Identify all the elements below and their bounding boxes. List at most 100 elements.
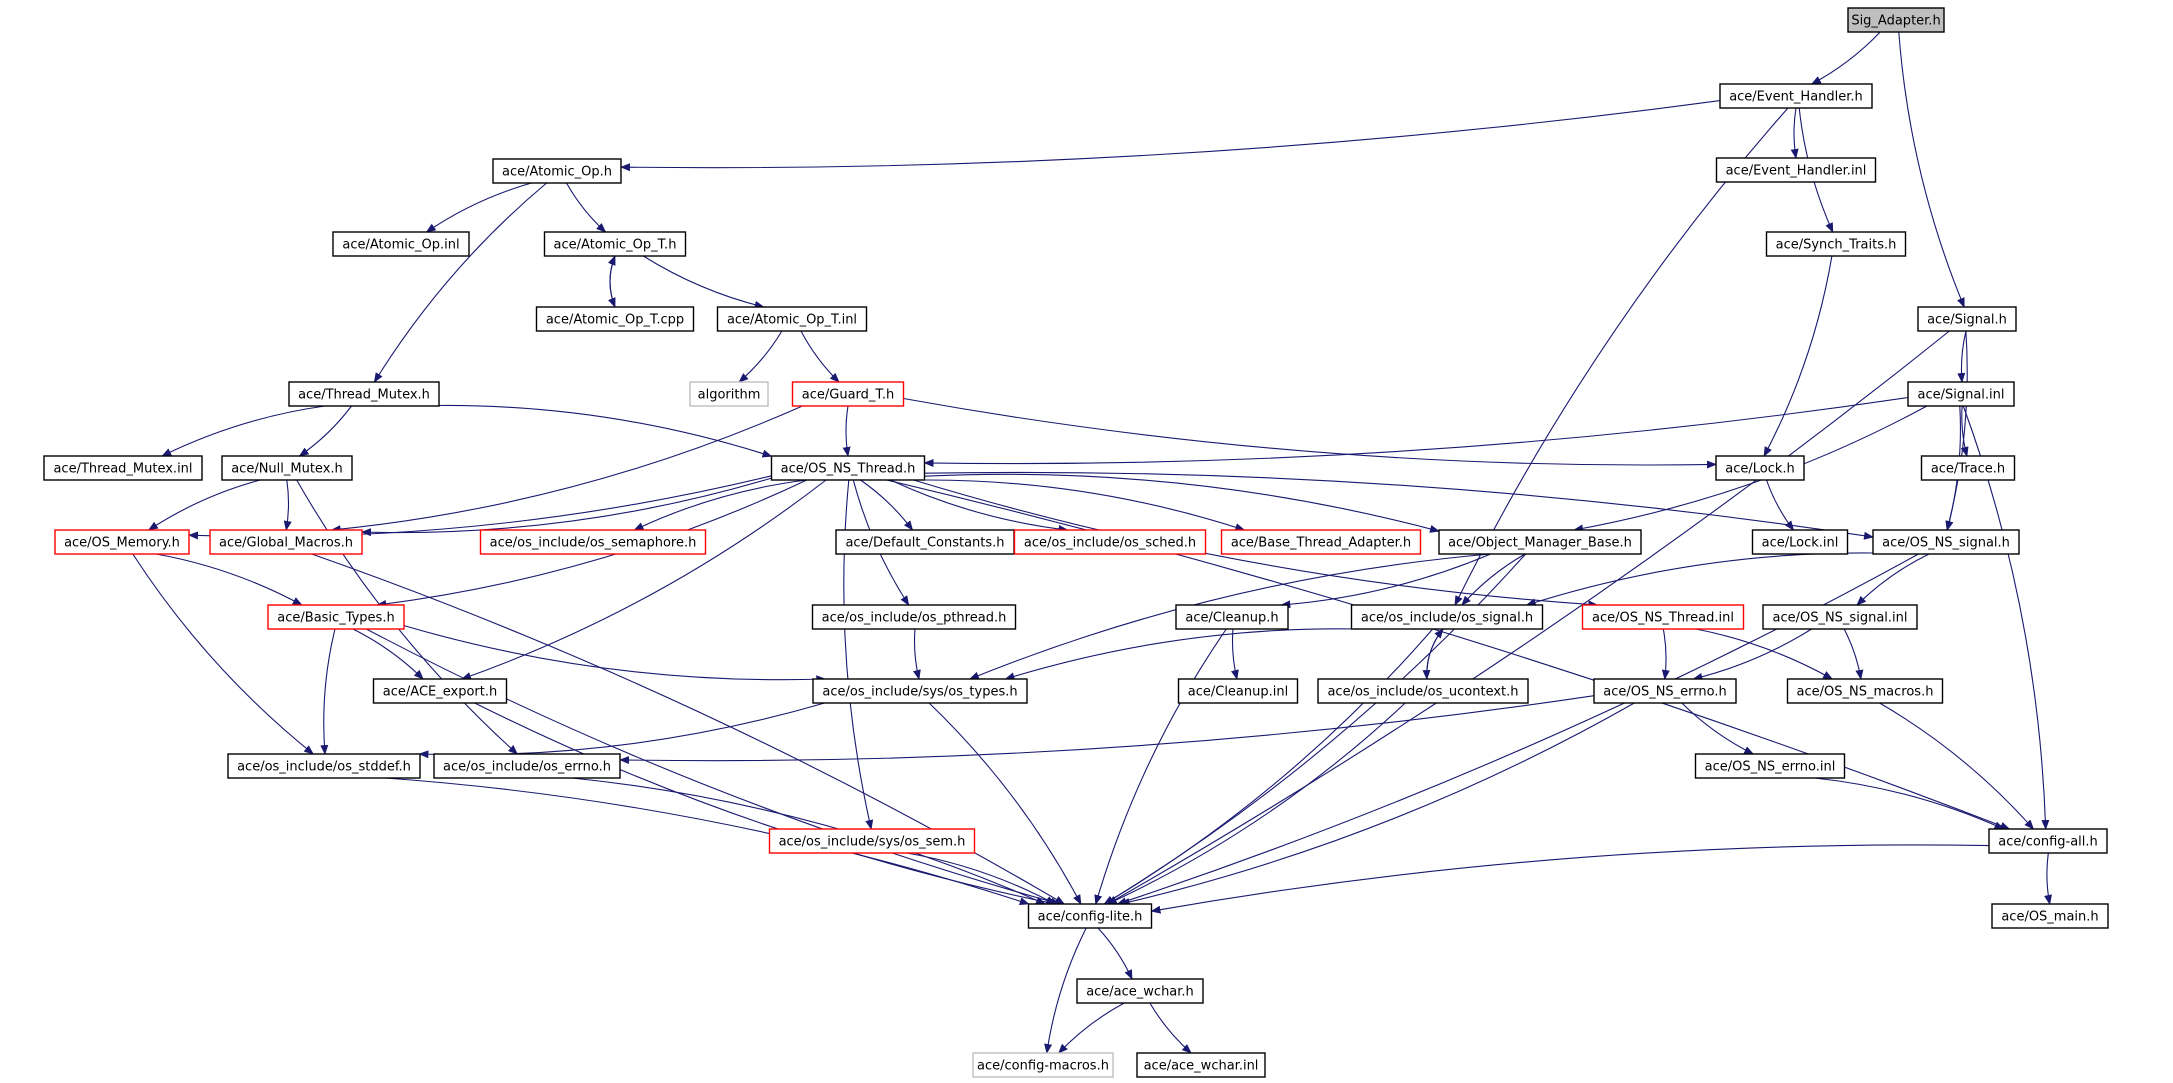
node-box (479, 529, 707, 555)
edge-ace-os-include-sys-os-sem-h-to-ace-config-lite-h (906, 852, 1056, 905)
edge-ace-os-ns-thread-inl-to-ace-os-ns-macros-h (1695, 628, 1834, 680)
node-box (1220, 529, 1422, 555)
edge-sig-adapter-h-to-ace-event-handler-h (1810, 31, 1881, 85)
node-sig-adapter-h[interactable]: Sig_Adapter.h (1847, 7, 1945, 33)
node-ace-trace-h[interactable]: ace/Trace.h (1920, 455, 2016, 481)
edge-ace-signal-inl-to-ace-object-manager-base-h (1573, 405, 1928, 533)
node-ace-os-include-os-pthread-h[interactable]: ace/os_include/os_pthread.h (811, 604, 1017, 630)
node-box (209, 529, 363, 555)
node-label: ace/os_include/os_signal.h (1361, 611, 1533, 626)
node-label: ace/Trace.h (1931, 462, 2005, 477)
node-ace-os-include-os-signal-h[interactable]: ace/os_include/os_signal.h (1350, 604, 1544, 630)
edge-ace-os-include-os-signal-h-to-ace-config-lite-h (1103, 628, 1434, 905)
edge-ace-object-manager-base-h-to-ace-os-include-sys-os-types-h (968, 553, 1491, 680)
edge-ace-os-ns-thread-h-to-ace-basic-types-h (376, 479, 808, 608)
node-box (770, 455, 926, 481)
node-ace-event-handler-h[interactable]: ace/Event_Handler.h (1719, 83, 1873, 109)
node-ace-os-include-sys-os-types-h[interactable]: ace/os_include/sys/os_types.h (812, 678, 1028, 704)
node-label: ace/os_include/os_stddef.h (237, 760, 411, 775)
node-ace-null-mutex-h[interactable]: ace/Null_Mutex.h (221, 455, 353, 481)
node-ace-os-main-h[interactable]: ace/OS_main.h (1991, 903, 2109, 929)
edge-ace-os-ns-errno-h-to-ace-os-include-os-errno-h (619, 695, 1595, 765)
node-ace-os-ns-errno-inl[interactable]: ace/OS_NS_errno.inl (1694, 753, 1846, 779)
node-ace-ace-wchar-inl[interactable]: ace/ace_wchar.inl (1136, 1052, 1266, 1078)
node-label: algorithm (698, 388, 761, 403)
node-label: ace/Guard_T.h (802, 388, 894, 403)
node-box (492, 158, 622, 184)
node-ace-thread-mutex-inl[interactable]: ace/Thread_Mutex.inl (43, 455, 203, 481)
node-box (267, 604, 405, 630)
node-ace-os-include-os-ucontext-h[interactable]: ace/os_include/os_ucontext.h (1317, 678, 1529, 704)
node-label: Sig_Adapter.h (1851, 14, 1940, 29)
node-ace-os-include-sys-os-sem-h[interactable]: ace/os_include/sys/os_sem.h (768, 828, 976, 854)
node-ace-lock-h[interactable]: ace/Lock.h (1715, 455, 1805, 481)
node-ace-atomic-op-t-h[interactable]: ace/Atomic_Op_T.h (543, 231, 687, 257)
node-box (221, 455, 353, 481)
node-ace-os-ns-errno-h[interactable]: ace/OS_NS_errno.h (1593, 678, 1737, 704)
node-box (1317, 678, 1529, 704)
node-ace-cleanup-h[interactable]: ace/Cleanup.h (1175, 604, 1289, 630)
node-box (54, 529, 190, 555)
edge-ace-atomic-op-h-to-ace-atomic-op-inl (425, 182, 532, 233)
edge-ace-atomic-op-t-h-to-ace-atomic-op-t-inl (643, 255, 765, 309)
edge-ace-os-include-os-ucontext-h-to-ace-config-lite-h (1106, 702, 1406, 905)
edge-ace-atomic-op-h-to-ace-thread-mutex-h (373, 182, 547, 383)
node-box (1872, 529, 2020, 555)
node-ace-ace-wchar-h[interactable]: ace/ace_wchar.h (1076, 978, 1204, 1004)
node-ace-ace-export-h[interactable]: ace/ACE_export.h (372, 678, 508, 704)
edge-ace-cleanup-h-to-ace-cleanup-inl (1230, 628, 1239, 680)
node-label: ace/ace_wchar.inl (1144, 1059, 1259, 1074)
node-ace-event-handler-inl[interactable]: ace/Event_Handler.inl (1715, 157, 1877, 183)
node-ace-os-ns-thread-inl[interactable]: ace/OS_NS_Thread.inl (1581, 604, 1745, 630)
edge-ace-event-handler-h-to-ace-event-handler-inl (1790, 107, 1799, 159)
edge-ace-signal-h-to-ace-os-ns-signal-h (1945, 330, 1968, 531)
edge-ace-os-ns-thread-h-to-ace-os-include-os-semaphore-h (633, 479, 807, 531)
node-label: ace/Basic_Types.h (277, 611, 394, 626)
node-ace-config-lite-h[interactable]: ace/config-lite.h (1027, 903, 1153, 929)
node-ace-os-ns-macros-h[interactable]: ace/OS_NS_macros.h (1786, 678, 1944, 704)
node-ace-os-include-os-errno-h[interactable]: ace/os_include/os_errno.h (433, 753, 621, 779)
node-ace-os-include-os-semaphore-h[interactable]: ace/os_include/os_semaphore.h (479, 529, 707, 555)
node-box (1920, 455, 2016, 481)
node-ace-default-constants-h[interactable]: ace/Default_Constants.h (835, 529, 1015, 555)
node-ace-atomic-op-inl[interactable]: ace/Atomic_Op.inl (332, 231, 470, 257)
node-ace-os-ns-thread-h[interactable]: ace/OS_NS_Thread.h (770, 455, 926, 481)
node-ace-signal-h[interactable]: ace/Signal.h (1917, 306, 2017, 332)
node-ace-atomic-op-h[interactable]: ace/Atomic_Op.h (492, 158, 622, 184)
node-ace-signal-inl[interactable]: ace/Signal.inl (1907, 381, 2015, 407)
node-ace-atomic-op-t-cpp[interactable]: ace/Atomic_Op_T.cpp (535, 306, 695, 332)
node-ace-config-macros-h: ace/config-macros.h (972, 1052, 1114, 1078)
node-ace-lock-inl[interactable]: ace/Lock.inl (1751, 529, 1849, 555)
node-box (1907, 381, 2015, 407)
node-ace-synch-traits-h[interactable]: ace/Synch_Traits.h (1765, 231, 1907, 257)
edge-ace-os-ns-thread-h-to-ace-os-memory-h (188, 475, 772, 540)
node-box (1715, 455, 1805, 481)
node-ace-os-ns-signal-inl[interactable]: ace/OS_NS_signal.inl (1762, 604, 1918, 630)
node-ace-guard-t-h[interactable]: ace/Guard_T.h (791, 381, 905, 407)
node-label: ace/OS_NS_Thread.h (781, 462, 916, 477)
node-ace-base-thread-adapter-h[interactable]: ace/Base_Thread_Adapter.h (1220, 529, 1422, 555)
node-ace-os-ns-signal-h[interactable]: ace/OS_NS_signal.h (1872, 529, 2020, 555)
node-ace-thread-mutex-h[interactable]: ace/Thread_Mutex.h (288, 381, 440, 407)
node-label: ace/Synch_Traits.h (1776, 238, 1897, 253)
edge-ace-os-ns-macros-h-to-ace-config-all-h (1879, 702, 2035, 830)
edge-ace-os-include-os-ucontext-h-to-ace-os-include-os-signal-h (1426, 628, 1444, 680)
edge-ace-ace-export-h-to-ace-config-lite-h (474, 702, 1057, 907)
node-ace-os-include-os-stddef-h[interactable]: ace/os_include/os_stddef.h (227, 753, 421, 779)
node-box (1762, 604, 1918, 630)
node-label: ace/os_include/os_sched.h (1024, 536, 1196, 551)
node-ace-os-memory-h[interactable]: ace/OS_Memory.h (54, 529, 190, 555)
node-label: ace/Cleanup.inl (1188, 685, 1288, 700)
node-ace-os-include-os-sched-h[interactable]: ace/os_include/os_sched.h (1013, 529, 1207, 555)
edge-ace-signal-inl-to-ace-os-ns-thread-h (923, 396, 1909, 468)
node-box (288, 381, 440, 407)
node-ace-object-manager-base-h[interactable]: ace/Object_Manager_Base.h (1438, 529, 1642, 555)
node-ace-config-all-h[interactable]: ace/config-all.h (1988, 828, 2108, 854)
node-ace-basic-types-h[interactable]: ace/Basic_Types.h (267, 604, 405, 630)
node-label: ace/Event_Handler.h (1729, 90, 1863, 105)
edge-ace-basic-types-h-to-ace-os-include-os-stddef-h (320, 628, 336, 755)
node-ace-global-macros-h[interactable]: ace/Global_Macros.h (209, 529, 363, 555)
node-ace-cleanup-inl[interactable]: ace/Cleanup.inl (1177, 678, 1299, 704)
node-ace-atomic-op-t-inl[interactable]: ace/Atomic_Op_T.inl (716, 306, 868, 332)
node-label: ace/os_include/sys/os_types.h (822, 685, 1017, 700)
